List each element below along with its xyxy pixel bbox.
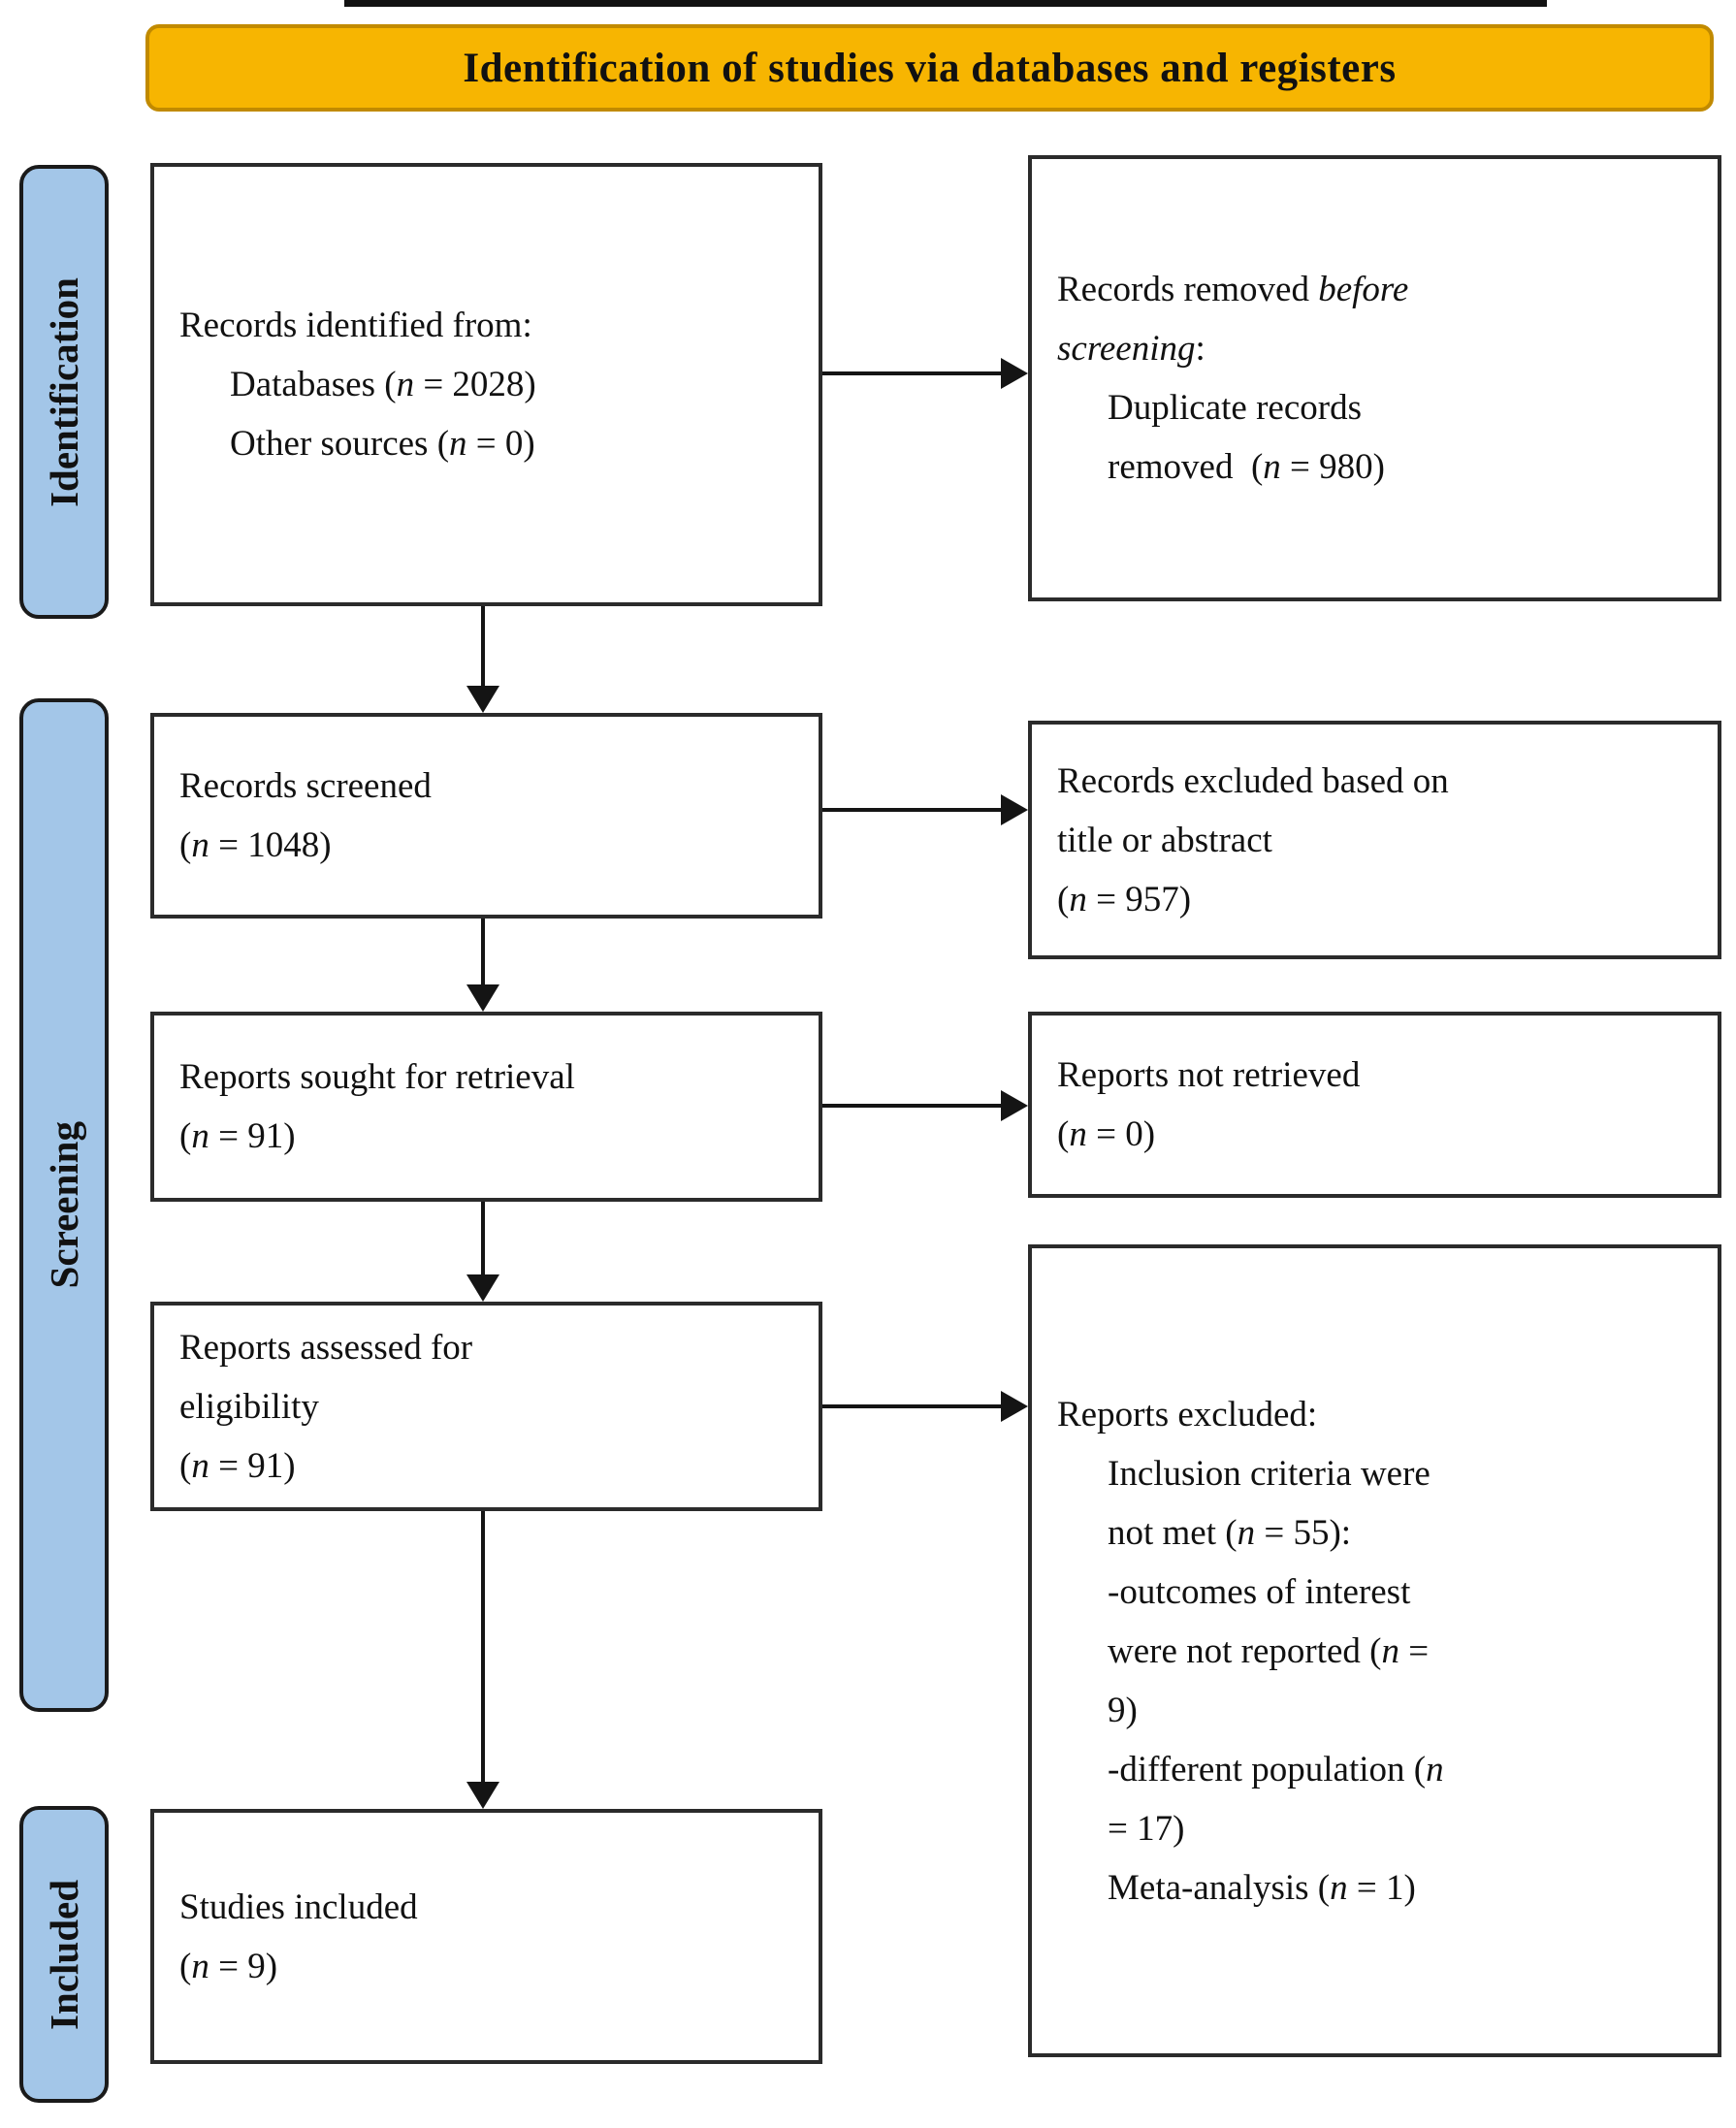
box-reports-assessed: Reports assessed for eligibility (n = 91… — [150, 1302, 822, 1511]
box-line: (n = 9) — [179, 1946, 278, 1986]
box-line: (n = 0) — [1057, 1114, 1156, 1154]
arrow-right-3-line — [822, 1104, 1003, 1108]
stage-label-identification-text: Identification — [42, 276, 86, 507]
arrow-right-2-head-icon — [1001, 794, 1028, 825]
arrow-right-1-line — [822, 371, 1003, 375]
box-line: -different population (n — [1108, 1749, 1444, 1789]
box-line: Reports assessed for — [179, 1327, 473, 1368]
arrow-down-1-head-icon — [466, 686, 499, 713]
box-reports-excluded: Reports excluded: Inclusion criteria wer… — [1028, 1244, 1721, 2057]
arrow-down-2-head-icon — [466, 984, 499, 1012]
box-line: Reports excluded: — [1057, 1394, 1318, 1435]
box-line: Databases (n = 2028) — [230, 365, 536, 404]
box-records-screened: Records screened (n = 1048) — [150, 713, 822, 919]
box-line: screening: — [1057, 329, 1206, 369]
banner-title: Identification of studies via databases … — [463, 45, 1397, 91]
box-records-identified: Records identified from: Databases (n = … — [150, 163, 822, 606]
box-line: Studies included — [179, 1886, 418, 1927]
arrow-down-3-head-icon — [466, 1274, 499, 1302]
box-line: = 17) — [1108, 1808, 1185, 1849]
arrow-down-3-line — [481, 1202, 485, 1278]
box-records-excluded: Records excluded based on title or abstr… — [1028, 721, 1721, 959]
arrow-right-1-head-icon — [1001, 358, 1028, 389]
box-line: Meta-analysis (n = 1) — [1108, 1867, 1416, 1908]
box-line: -outcomes of interest — [1108, 1571, 1411, 1612]
stage-label-screening-text: Screening — [42, 1121, 86, 1289]
box-records-removed: Records removed before screening: Duplic… — [1028, 155, 1721, 601]
arrow-right-3-head-icon — [1001, 1090, 1028, 1121]
box-line: (n = 957) — [1057, 879, 1192, 919]
arrow-down-4-head-icon — [466, 1782, 499, 1809]
box-line: 9) — [1108, 1690, 1138, 1730]
arrow-right-2-line — [822, 808, 1003, 812]
box-studies-included: Studies included (n = 9) — [150, 1809, 822, 2064]
box-line: were not reported (n = — [1108, 1630, 1430, 1671]
arrow-down-1-line — [481, 606, 485, 690]
arrow-down-2-line — [481, 919, 485, 988]
box-line: title or abstract — [1057, 820, 1272, 860]
box-line: eligibility — [179, 1386, 319, 1427]
stage-label-included: Included — [19, 1806, 109, 2103]
box-line: removed (n = 980) — [1108, 447, 1385, 487]
box-line: Records identified from: — [179, 306, 532, 345]
box-line: Other sources (n = 0) — [230, 424, 535, 464]
arrow-down-4-line — [481, 1511, 485, 1786]
box-line: Reports sought for retrieval — [179, 1057, 575, 1097]
box-reports-not-retrieved: Reports not retrieved (n = 0) — [1028, 1012, 1721, 1198]
box-line: Reports not retrieved — [1057, 1055, 1361, 1095]
stage-label-identification: Identification — [19, 165, 109, 619]
arrow-right-4-head-icon — [1001, 1391, 1028, 1422]
box-line: Records excluded based on — [1057, 760, 1449, 801]
stage-label-screening: Screening — [19, 698, 109, 1712]
stage-label-included-text: Included — [42, 1879, 86, 2030]
box-line: (n = 91) — [179, 1445, 296, 1486]
top-rule — [344, 0, 1547, 7]
box-line: Records screened — [179, 766, 432, 806]
banner: Identification of studies via databases … — [145, 24, 1714, 112]
box-reports-sought: Reports sought for retrieval (n = 91) — [150, 1012, 822, 1202]
box-line: (n = 1048) — [179, 825, 332, 865]
box-line: (n = 91) — [179, 1116, 296, 1156]
box-line: Inclusion criteria were — [1108, 1453, 1431, 1494]
box-line: Duplicate records — [1108, 388, 1362, 428]
box-line: Records removed before — [1057, 270, 1409, 309]
box-line: not met (n = 55): — [1108, 1512, 1352, 1553]
arrow-right-4-line — [822, 1404, 1003, 1408]
